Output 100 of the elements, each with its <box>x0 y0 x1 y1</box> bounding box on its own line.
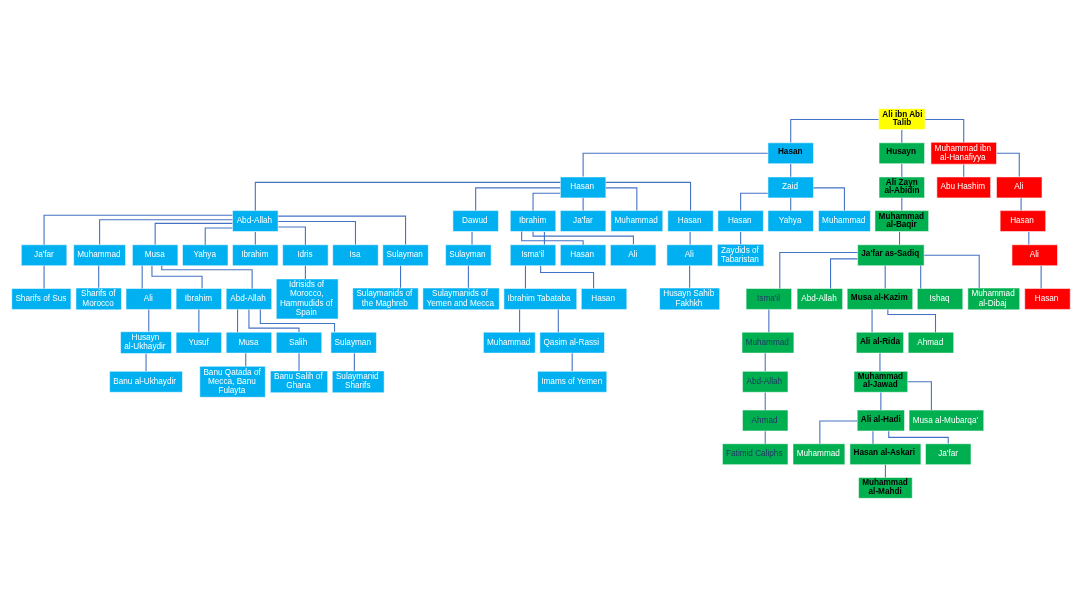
connector <box>779 251 859 289</box>
node-box: Ali <box>610 244 657 266</box>
node-box: Abd-Allah <box>742 371 789 393</box>
node-box: Hasan <box>999 210 1046 232</box>
connector <box>790 163 792 178</box>
connector <box>1020 197 1022 212</box>
connector <box>605 181 692 212</box>
node-box: Sulayman <box>330 331 377 354</box>
connector <box>830 258 859 289</box>
node-box: Yusuf <box>175 331 222 354</box>
connector <box>582 152 769 178</box>
node-box: Ali <box>1011 244 1058 266</box>
connector <box>764 391 766 411</box>
connector <box>582 197 584 212</box>
connector <box>304 265 306 280</box>
connector <box>901 163 903 178</box>
node-box: Yahya <box>767 210 814 232</box>
node-box: Idrisids of Morocco, Hammudids of Spain <box>276 278 339 320</box>
connector <box>740 192 769 211</box>
node-box: Salih <box>276 331 323 354</box>
node-box: Banu Salih of Ghana <box>270 370 328 393</box>
connector <box>475 187 561 212</box>
connector <box>740 231 742 245</box>
node-box: Ali ibn Abi Talib <box>878 108 926 130</box>
node-box: Idris <box>282 244 329 266</box>
node-box: Sharifs of Sus <box>11 288 72 310</box>
node-box: Muhammad al-Dibaj <box>967 287 1020 311</box>
node-box: Banu al-Ukhaydir <box>109 371 183 393</box>
node-box: Banu Qatada of Mecca, Banu Fulayta <box>199 366 266 398</box>
node-box: Muhammad al-Baqir <box>874 210 929 232</box>
node-box: Hasan al-Askari <box>849 443 922 465</box>
connector <box>605 187 638 212</box>
connector <box>790 119 880 144</box>
connector <box>1040 265 1042 289</box>
connector <box>880 391 882 411</box>
node-box: Ibrahim <box>232 244 279 266</box>
connector <box>277 221 357 246</box>
connector <box>524 265 526 289</box>
node-box: Musa al-Kazim <box>846 288 913 310</box>
connector <box>1028 231 1030 246</box>
node-box: Ja'far <box>925 443 972 465</box>
connector <box>400 265 402 289</box>
node-box: Ali Zayn al-Abidin <box>878 176 925 199</box>
node-box: Dawud <box>452 210 499 232</box>
connector <box>689 231 691 246</box>
connector <box>161 265 253 289</box>
connector <box>872 430 874 445</box>
connector <box>204 227 233 246</box>
node-box: Muhammad <box>483 331 536 354</box>
node-box: Musa <box>132 244 179 266</box>
node-box: Sulayman <box>445 244 492 266</box>
node-box: Sulaymanids of Yemen and Mecca <box>422 287 500 311</box>
node-box: Abd-Allah <box>232 210 279 232</box>
node-box: Zaid <box>767 176 814 199</box>
connector <box>532 192 561 211</box>
node-box: Ibrahim <box>175 288 222 310</box>
node-box: Hasan <box>560 244 607 266</box>
node-box: Isma'il <box>510 244 557 266</box>
connector <box>151 265 203 289</box>
connector <box>254 181 561 212</box>
node-box: Fatimid Caliphs <box>722 443 789 465</box>
connector <box>899 231 901 246</box>
connector <box>471 231 473 246</box>
connector <box>353 352 355 372</box>
node-box: Hasan <box>581 288 628 310</box>
node-box: Qasim al-Rassi <box>539 331 605 354</box>
node-box: Muhammad ibn al-Hanafiyya <box>930 142 997 165</box>
node-box: Ali <box>996 176 1043 199</box>
node-box: Muhammad al-Mahdi <box>858 477 913 499</box>
connector <box>901 197 903 212</box>
connector <box>768 309 770 333</box>
node-box: Ahmad <box>907 331 954 354</box>
node-box: Muhammad <box>818 210 871 232</box>
connector <box>245 352 247 367</box>
connector <box>884 265 886 289</box>
node-box: Hasan <box>1024 288 1071 310</box>
node-box: Muhammad <box>610 210 664 232</box>
connector <box>689 265 691 289</box>
node-box: Zaydids of Tabaristan <box>717 244 765 267</box>
node-box: Ahmad <box>742 409 789 432</box>
connector <box>812 187 845 212</box>
node-box: Hasan <box>560 176 607 199</box>
node-box: Isa <box>332 244 379 266</box>
node-box: Sulayman <box>382 244 429 266</box>
node-box: Ja'far <box>21 244 68 266</box>
node-box: Ali <box>666 244 713 266</box>
connector <box>871 309 873 333</box>
connector <box>254 231 256 246</box>
connector <box>43 265 45 289</box>
connector <box>154 222 233 245</box>
connector <box>277 215 407 246</box>
node-box: Ibrahim <box>510 210 557 232</box>
node-box: Hasan <box>767 142 814 164</box>
connector <box>237 309 239 333</box>
connector <box>298 352 300 372</box>
connector <box>519 309 521 333</box>
node-box: Muhammad <box>741 331 795 354</box>
connector <box>540 265 595 289</box>
connector <box>764 430 766 445</box>
node-box: Ali <box>125 288 172 310</box>
